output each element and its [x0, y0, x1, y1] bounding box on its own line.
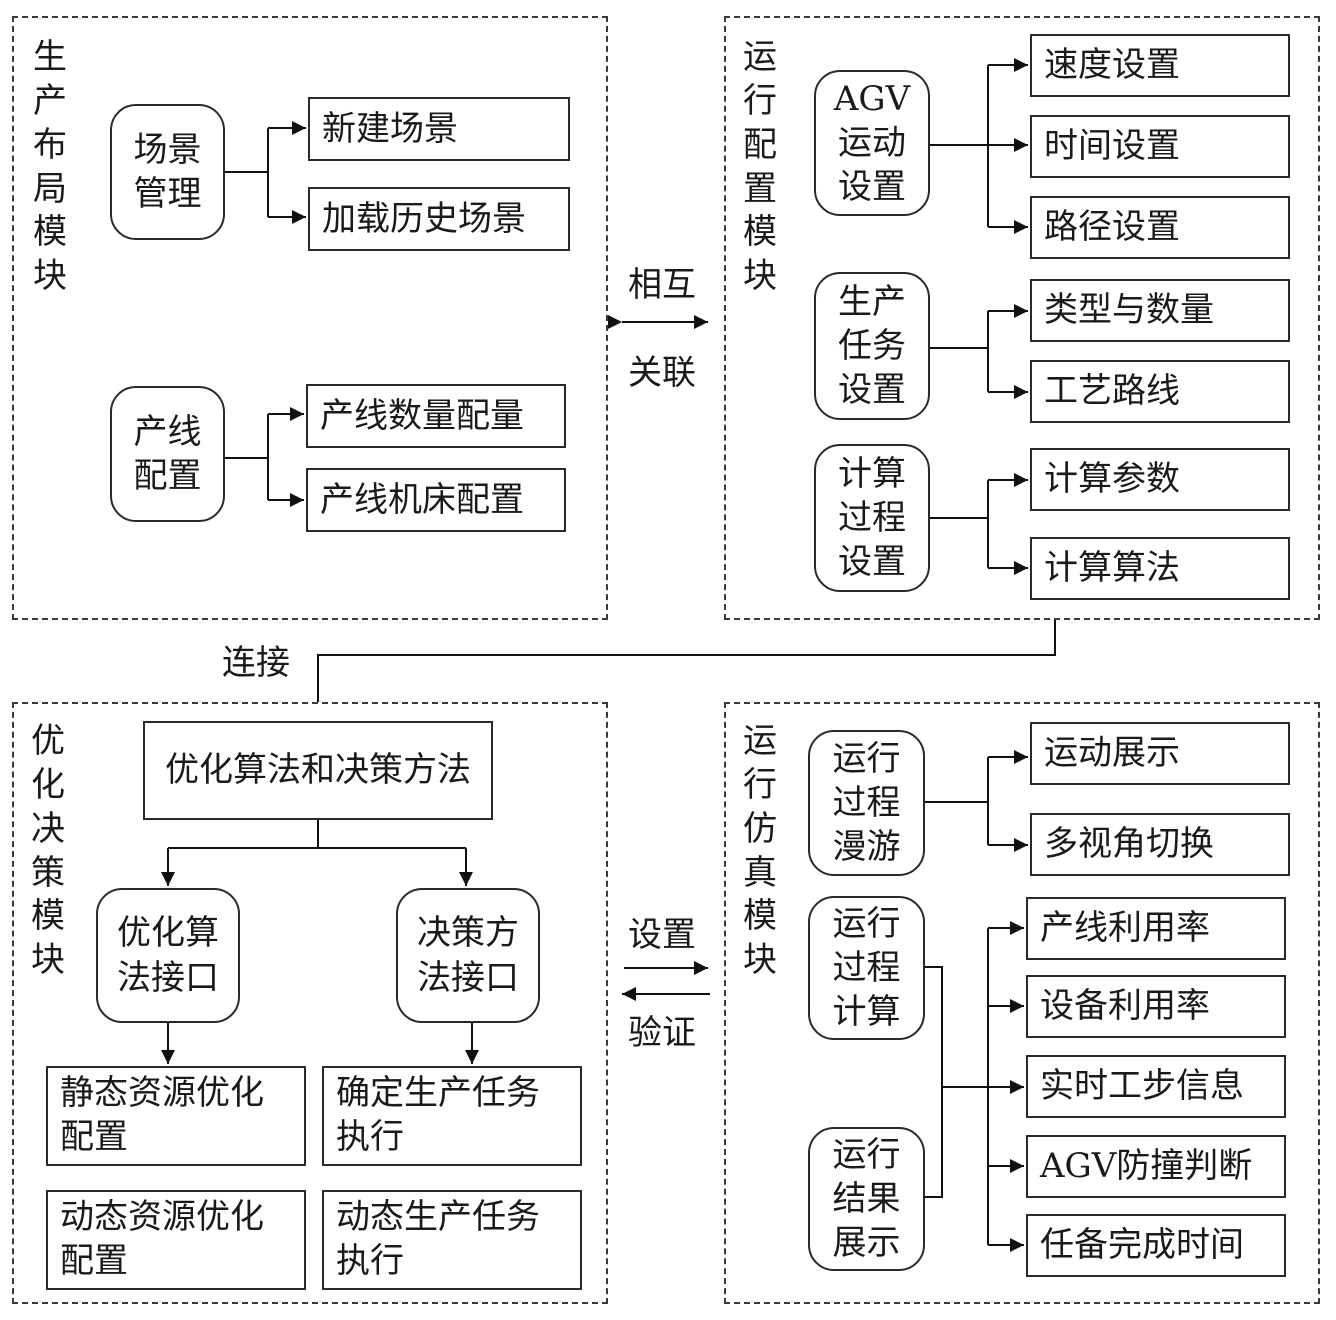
calc-process-node: 计算 过程 设置	[814, 444, 930, 592]
calc-params-box: 计算参数	[1030, 448, 1290, 511]
simulation-module	[724, 702, 1320, 1304]
result-label-l2: 结果	[832, 1178, 901, 1219]
set-label: 设置	[628, 915, 696, 955]
scene-management-label-l2: 管理	[133, 174, 202, 214]
production-task-label-l3: 设置	[838, 370, 906, 411]
scene-management-label-l1: 场景	[133, 129, 202, 170]
run-roam-node: 运行 过程 漫游	[808, 730, 925, 876]
static-resource-opt-box: 静态资源优化 配置	[46, 1066, 306, 1166]
mutual-label-top: 相互	[628, 265, 696, 305]
result-label-l3: 展示	[832, 1223, 901, 1264]
simulation-title: 运行仿真模块	[743, 721, 777, 981]
realtime-step-info-box: 实时工步信息	[1026, 1055, 1286, 1118]
task-completion-time-box: 任备完成时间	[1026, 1214, 1286, 1277]
roam-label-l3: 漫游	[832, 827, 901, 868]
calc-process-label-l1: 计算	[838, 453, 906, 494]
dynamic-resource-opt-box: 动态资源优化 配置	[46, 1190, 306, 1290]
opt-interface-label-l2: 法接口	[117, 957, 219, 998]
path-setting-box: 路径设置	[1030, 196, 1290, 259]
dynamic-opt-l1: 动态资源优化	[60, 1197, 264, 1237]
new-scene-box: 新建场景	[308, 97, 570, 161]
roam-label-l1: 运行	[832, 738, 901, 779]
opt-interface-label-l1: 优化算	[117, 913, 219, 954]
result-label-l1: 运行	[832, 1134, 901, 1175]
calc-algorithm-box: 计算算法	[1030, 537, 1290, 600]
scene-management-node: 场景 管理	[110, 104, 225, 240]
dec-interface-label-l1: 决策方	[417, 913, 519, 954]
run-calc-node: 运行 过程 计算	[808, 896, 925, 1040]
calc-label-l2: 过程	[832, 947, 901, 988]
agv-motion-label-l1: AGV	[833, 78, 911, 119]
production-layout-module	[12, 16, 608, 620]
dynamic-task-l1: 动态生产任务	[336, 1197, 540, 1237]
line-config-label-l2: 配置	[133, 456, 202, 496]
calc-process-label-l2: 过程	[838, 497, 906, 538]
static-opt-l1: 静态资源优化	[60, 1073, 264, 1113]
calc-label-l3: 计算	[832, 992, 901, 1033]
opt-algorithm-interface-node: 优化算 法接口	[96, 888, 240, 1023]
equipment-utilization-box: 设备利用率	[1026, 975, 1286, 1038]
optimization-module	[12, 702, 608, 1304]
speed-setting-box: 速度设置	[1030, 34, 1290, 97]
type-and-quantity-box: 类型与数量	[1030, 279, 1290, 342]
roam-label-l2: 过程	[832, 782, 901, 823]
mutual-label-bottom: 关联	[628, 353, 696, 393]
dynamic-task-box: 动态生产任务 执行	[322, 1190, 582, 1290]
line-count-config-box: 产线数量配量	[306, 384, 566, 448]
line-config-label-l1: 产线	[133, 411, 202, 452]
time-setting-box: 时间设置	[1030, 115, 1290, 178]
process-route-box: 工艺路线	[1030, 360, 1290, 423]
production-task-label-l2: 任务	[838, 325, 906, 366]
static-opt-l2: 配置	[60, 1116, 128, 1157]
agv-motion-node: AGV 运动 设置	[814, 70, 930, 216]
agv-motion-label-l3: 设置	[838, 167, 906, 208]
production-layout-title: 生产布局模块	[33, 37, 67, 297]
line-config-node: 产线 配置	[110, 386, 225, 522]
load-history-scene-box: 加载历史场景	[308, 187, 570, 251]
optimization-title: 优化决策模块	[31, 721, 65, 981]
run-config-title: 运行配置模块	[743, 37, 777, 297]
multi-view-switch-box: 多视角切换	[1030, 813, 1290, 876]
determine-task-box: 确定生产任务 执行	[322, 1066, 582, 1166]
decision-method-interface-node: 决策方 法接口	[396, 888, 540, 1023]
production-task-node: 生产 任务 设置	[814, 272, 930, 420]
dynamic-task-l2: 执行	[336, 1240, 404, 1281]
run-result-node: 运行 结果 展示	[808, 1127, 925, 1271]
line-utilization-box: 产线利用率	[1026, 897, 1286, 960]
determine-task-l2: 执行	[336, 1116, 404, 1157]
connect-label: 连接	[222, 643, 290, 683]
production-task-label-l1: 生产	[838, 281, 906, 322]
agv-collision-check-box: AGV防撞判断	[1026, 1135, 1286, 1198]
calc-label-l1: 运行	[832, 903, 901, 944]
determine-task-l1: 确定生产任务	[336, 1073, 540, 1113]
line-machine-config-box: 产线机床配置	[306, 468, 566, 532]
calc-process-label-l3: 设置	[838, 542, 906, 583]
opt-decision-method-box: 优化算法和决策方法	[143, 721, 493, 820]
motion-display-box: 运动展示	[1030, 722, 1290, 785]
verify-label: 验证	[628, 1013, 696, 1053]
run-config-module	[724, 16, 1320, 620]
dynamic-opt-l2: 配置	[60, 1240, 128, 1281]
agv-motion-label-l2: 运动	[838, 122, 906, 163]
dec-interface-label-l2: 法接口	[417, 957, 519, 998]
